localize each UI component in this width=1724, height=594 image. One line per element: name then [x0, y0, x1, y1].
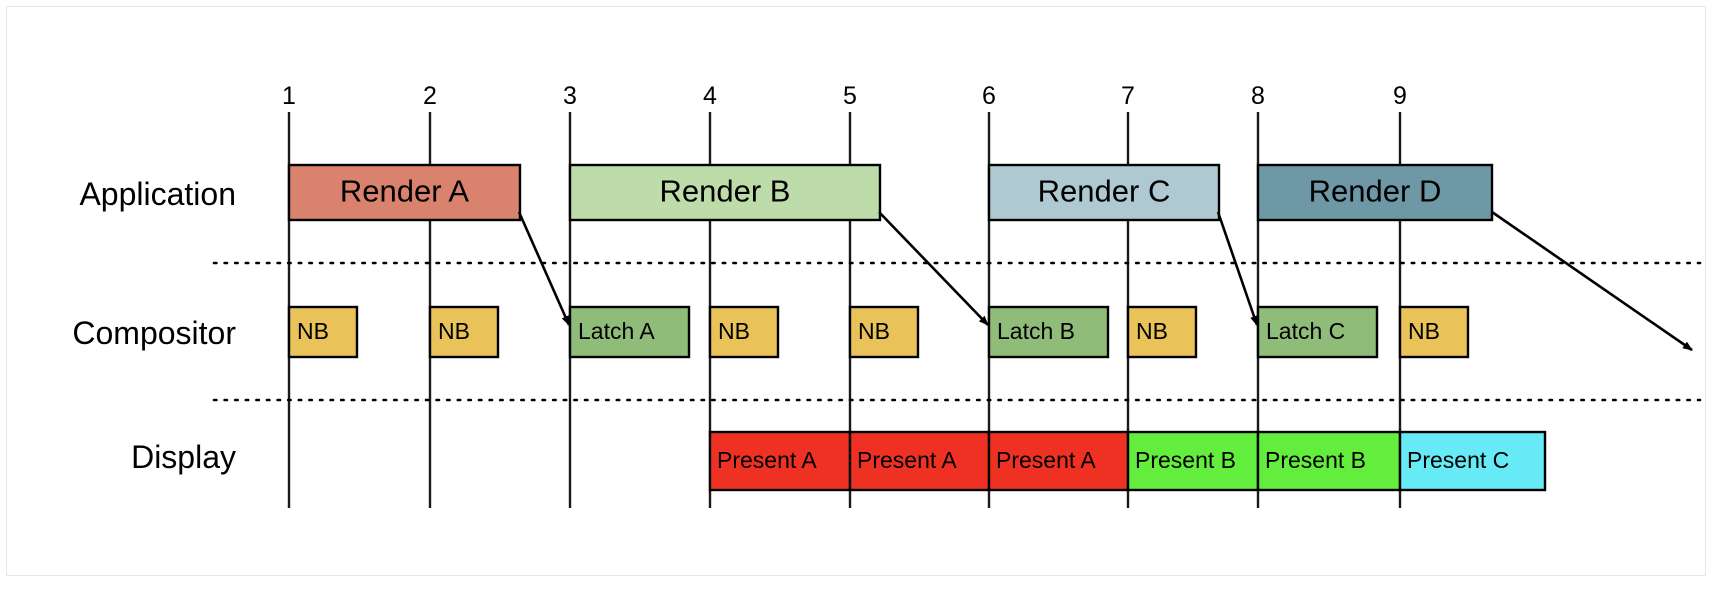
tick-label-1: 1 — [282, 82, 296, 110]
block-g-comp-4[interactable]: NB — [848, 305, 920, 359]
block-rect[interactable] — [987, 163, 1221, 222]
tick-label-9: 9 — [1393, 82, 1407, 110]
tick-label-3: 3 — [563, 82, 577, 110]
block-label: Render C — [1038, 174, 1171, 209]
block-label: Present B — [1265, 447, 1366, 473]
block-rect[interactable] — [568, 305, 691, 359]
block-rect[interactable] — [1126, 305, 1198, 359]
block-label: Present A — [717, 447, 817, 473]
tick-labels-group: 1 2 3 4 5 6 7 8 9 — [282, 82, 1407, 110]
row-label-display: Display — [131, 439, 236, 475]
tick-label-8: 8 — [1251, 82, 1265, 110]
block-rect[interactable] — [708, 430, 852, 492]
block-label: Present C — [1407, 447, 1509, 473]
block-label: Render B — [660, 174, 791, 209]
block-g-comp-5[interactable]: Latch B — [987, 305, 1110, 359]
block-label: NB — [858, 318, 890, 344]
block-g-comp-2[interactable]: Latch A — [568, 305, 691, 359]
block-label: Present A — [857, 447, 957, 473]
block-rect[interactable] — [1126, 430, 1260, 492]
tick-label-4: 4 — [703, 82, 717, 110]
block-g-comp-8[interactable]: NB — [1398, 305, 1470, 359]
compositor-blocks-group: NB NB Latch A NB NB Latch B NB Latch C NB — [287, 305, 1470, 359]
tick-label-6: 6 — [982, 82, 996, 110]
block-g-disp-3[interactable]: Present B — [1126, 430, 1260, 492]
render-d-to-offscreen — [1491, 210, 1693, 352]
block-g-comp-0[interactable]: NB — [287, 305, 359, 359]
block-rect[interactable] — [428, 305, 500, 359]
block-label: NB — [1136, 318, 1168, 344]
block-g-app-2[interactable]: Render C — [987, 163, 1221, 222]
block-label: NB — [438, 318, 470, 344]
block-label: Latch A — [578, 318, 655, 344]
arrows-group — [517, 210, 1693, 352]
block-rect[interactable] — [1398, 430, 1547, 492]
block-rect[interactable] — [1256, 305, 1379, 359]
block-g-disp-1[interactable]: Present A — [848, 430, 991, 492]
render-b-to-latch-b — [878, 211, 989, 326]
block-rect[interactable] — [1398, 305, 1470, 359]
block-g-app-0[interactable]: Render A — [287, 163, 522, 222]
block-rect[interactable] — [708, 305, 780, 359]
block-g-comp-3[interactable]: NB — [708, 305, 780, 359]
block-rect[interactable] — [848, 305, 920, 359]
block-g-disp-4[interactable]: Present B — [1256, 430, 1402, 492]
block-rect[interactable] — [1256, 430, 1402, 492]
block-label: Present A — [996, 447, 1096, 473]
render-a-to-latch-a — [517, 211, 571, 326]
render-c-to-latch-c — [1216, 211, 1259, 326]
block-label: Latch B — [997, 318, 1075, 344]
block-label: NB — [718, 318, 750, 344]
block-label: Present B — [1135, 447, 1236, 473]
block-label: NB — [1408, 318, 1440, 344]
block-rect[interactable] — [287, 305, 359, 359]
block-g-app-1[interactable]: Render B — [568, 163, 882, 222]
block-rect[interactable] — [568, 163, 882, 222]
block-rect[interactable] — [987, 305, 1110, 359]
block-g-comp-1[interactable]: NB — [428, 305, 500, 359]
block-rect[interactable] — [987, 430, 1130, 492]
block-g-disp-0[interactable]: Present A — [708, 430, 852, 492]
block-label: Render A — [340, 174, 470, 209]
block-g-disp-2[interactable]: Present A — [987, 430, 1130, 492]
block-g-comp-6[interactable]: NB — [1126, 305, 1198, 359]
block-g-disp-5[interactable]: Present C — [1398, 430, 1547, 492]
block-g-comp-7[interactable]: Latch C — [1256, 305, 1379, 359]
block-label: Render D — [1309, 174, 1442, 209]
tick-label-2: 2 — [423, 82, 437, 110]
dividers-group — [212, 261, 1702, 402]
block-rect[interactable] — [848, 430, 991, 492]
row-label-compositor: Compositor — [72, 315, 236, 351]
application-blocks-group: Render A Render B Render C Render D — [287, 163, 1494, 222]
tick-label-7: 7 — [1121, 82, 1135, 110]
block-label: Latch C — [1266, 318, 1345, 344]
block-label: NB — [297, 318, 329, 344]
block-rect[interactable] — [287, 163, 522, 222]
tick-label-5: 5 — [843, 82, 857, 110]
row-label-application: Application — [79, 176, 236, 212]
display-blocks-group: Present A Present A Present A Present B Pres… — [708, 430, 1547, 492]
block-rect[interactable] — [1256, 163, 1494, 222]
block-g-app-3[interactable]: Render D — [1256, 163, 1494, 222]
